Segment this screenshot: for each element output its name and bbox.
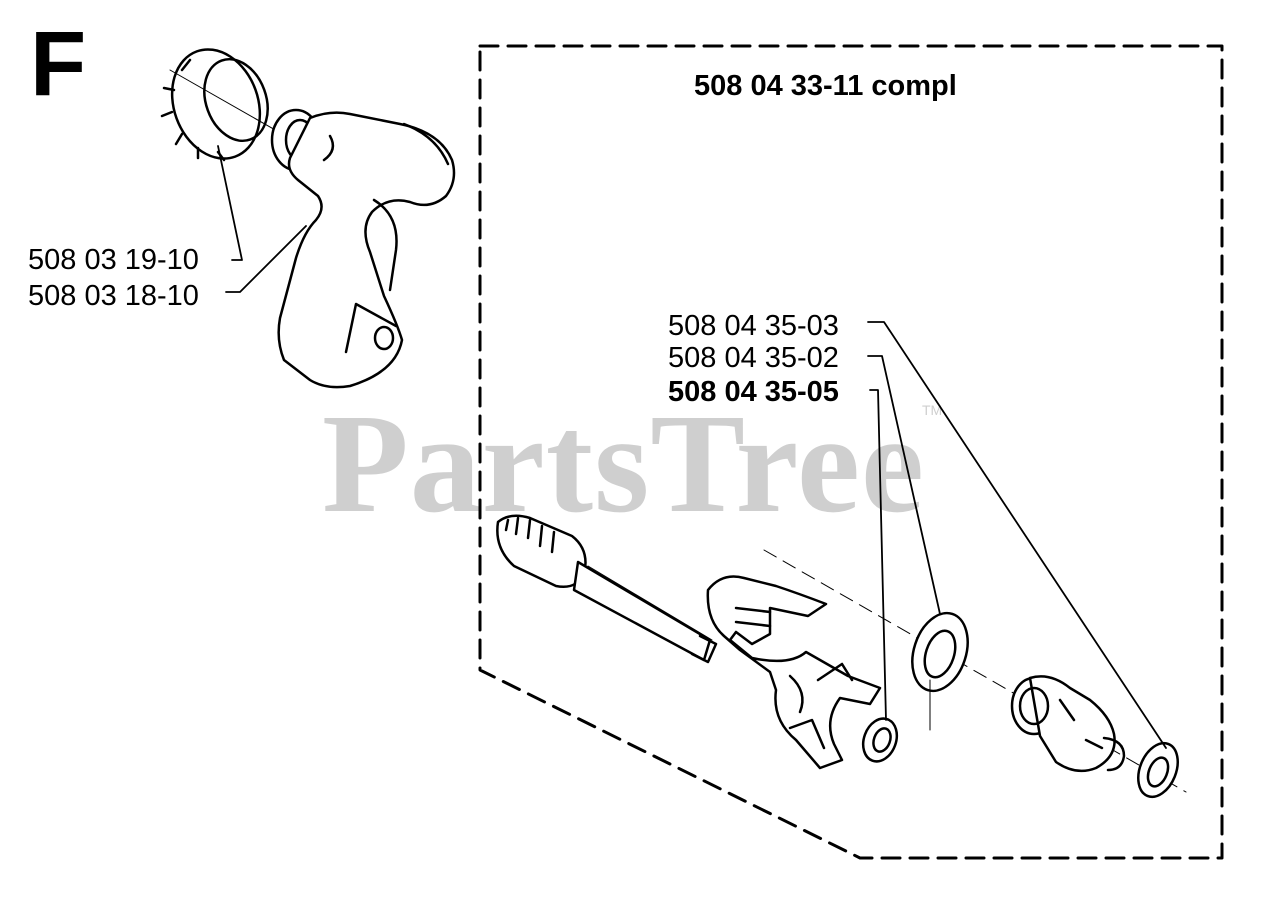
follower-part — [1010, 675, 1126, 773]
part-number-housing: 508 03 18-10 — [28, 280, 199, 312]
section-letter: F — [30, 13, 87, 115]
leader-washer-large — [867, 321, 1167, 749]
watermark-trademark: TM — [922, 402, 943, 418]
washer-medium-part — [911, 611, 969, 731]
washer-large-part — [1137, 741, 1179, 799]
part-number-cap: 508 03 19-10 — [28, 244, 199, 276]
watermark: PartsTree — [322, 384, 926, 542]
housing-part — [270, 108, 456, 389]
leader-housing — [225, 225, 307, 293]
part-number-washer-medium: 508 04 35-02 — [668, 342, 839, 374]
leader-washer-medium — [867, 355, 941, 615]
assembly-label: 508 04 33-11 compl — [694, 70, 957, 102]
leader-washer-small — [869, 389, 887, 721]
washer-small-part — [861, 717, 899, 763]
cam-part — [706, 549, 1187, 793]
leader-cap — [217, 145, 243, 261]
assembly-boundary — [478, 44, 1224, 860]
part-number-washer-small: 508 04 35-05 — [668, 376, 839, 408]
shaft-part — [496, 514, 718, 664]
part-number-washer-large: 508 04 35-03 — [668, 310, 839, 342]
